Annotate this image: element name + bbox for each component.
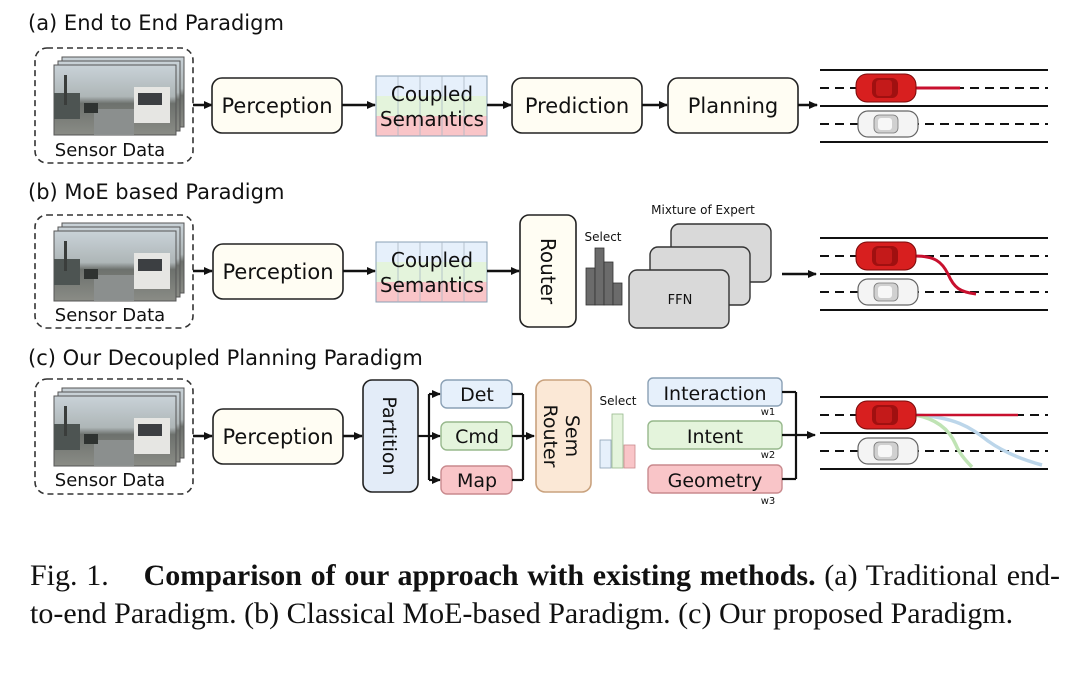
panel-c-title: (c) Our Decoupled Planning Paradigm bbox=[28, 346, 423, 370]
panel-c-intent-label: Intent bbox=[687, 426, 743, 448]
ego-car-icon bbox=[855, 241, 917, 271]
panel-a-sensor-label: Sensor Data bbox=[55, 140, 165, 161]
panel-c-w3-label: w3 bbox=[761, 496, 776, 507]
panel-c-router-label: Router bbox=[539, 405, 561, 468]
other-car-icon bbox=[857, 110, 919, 138]
panel-c-trajectory-green bbox=[914, 413, 974, 469]
panel-b-coupled-semantics-block bbox=[375, 241, 488, 303]
panel-c-det-label: Det bbox=[460, 384, 494, 406]
panel-c-sensor-frame bbox=[34, 378, 194, 495]
expert-ffn-label: FFN bbox=[668, 293, 693, 308]
panel-c-select-label: Select bbox=[599, 394, 636, 408]
panel-c-sem-label: Sem bbox=[561, 415, 583, 457]
panel-c-w1-label: w1 bbox=[761, 407, 776, 418]
panel-b-moe-label: Mixture of Expert bbox=[651, 203, 755, 217]
panel-a-semantics-label: Semantics bbox=[380, 107, 484, 131]
panel-c-sensor-label: Sensor Data bbox=[55, 470, 165, 491]
caption-prefix: Fig. 1. bbox=[30, 559, 109, 592]
panel-c-map-label: Map bbox=[457, 470, 497, 492]
panel-a-coupled-label: Coupled bbox=[391, 82, 473, 106]
panel-b-sensor-label: Sensor Data bbox=[55, 305, 165, 326]
caption-bold: Comparison of our approach with existing… bbox=[143, 559, 816, 592]
panel-a-sensor-frame bbox=[34, 47, 194, 164]
panel-b-trajectory bbox=[914, 254, 977, 296]
panel-b-select-histogram bbox=[585, 247, 623, 306]
panel-c-sem-router-box bbox=[535, 379, 592, 493]
panel-a-sensor-image bbox=[53, 56, 185, 136]
panel-c-cmd-label: Cmd bbox=[455, 426, 499, 448]
panel-a-coupled-semantics-block bbox=[375, 75, 488, 137]
panel-a-prediction-label: Prediction bbox=[525, 94, 629, 118]
paradigm-diagram: (a) End to End Paradigm Sensor Data Perc… bbox=[28, 11, 1049, 507]
other-car-icon bbox=[857, 437, 919, 465]
panel-b-title: (b) MoE based Paradigm bbox=[28, 180, 284, 204]
ego-car-icon bbox=[855, 400, 917, 430]
panel-c-perception-label: Perception bbox=[222, 425, 333, 449]
panel-c-w2-label: w2 bbox=[761, 450, 776, 461]
panel-a-perception-label: Perception bbox=[221, 94, 332, 118]
figure-caption: Fig. 1. Comparison of our approach with … bbox=[30, 557, 1060, 633]
ego-car-icon bbox=[855, 73, 917, 103]
panel-a-road-scene bbox=[819, 69, 1049, 143]
panel-a-title: (a) End to End Paradigm bbox=[28, 11, 284, 35]
panel-c-sensor-image bbox=[53, 387, 185, 467]
panel-c-road-scene bbox=[819, 396, 1049, 470]
panel-c-partition-label: Partition bbox=[378, 396, 400, 475]
panel-b-semantics-label: Semantics bbox=[380, 273, 484, 297]
panel-c-trajectory-blue bbox=[914, 413, 1043, 467]
expert-card bbox=[628, 269, 730, 329]
panel-b-road-scene bbox=[819, 237, 1049, 311]
panel-c-interaction-label: Interaction bbox=[663, 383, 766, 405]
caption-text: (a) Traditional end-to-end Paradigm. (b)… bbox=[30, 559, 1061, 630]
panel-b-select-label: Select bbox=[584, 230, 621, 244]
other-car-icon bbox=[857, 278, 919, 306]
panel-b-coupled-label: Coupled bbox=[391, 248, 473, 272]
panel-b-sensor-image bbox=[53, 222, 185, 302]
panel-c-select-histogram bbox=[599, 413, 636, 469]
panel-b-router-box bbox=[519, 214, 577, 328]
panel-c-geometry-label: Geometry bbox=[668, 470, 763, 492]
panel-b-router-label: Router bbox=[536, 238, 560, 305]
panel-b-perception-label: Perception bbox=[222, 260, 333, 284]
panel-a-planning-label: Planning bbox=[688, 94, 778, 118]
